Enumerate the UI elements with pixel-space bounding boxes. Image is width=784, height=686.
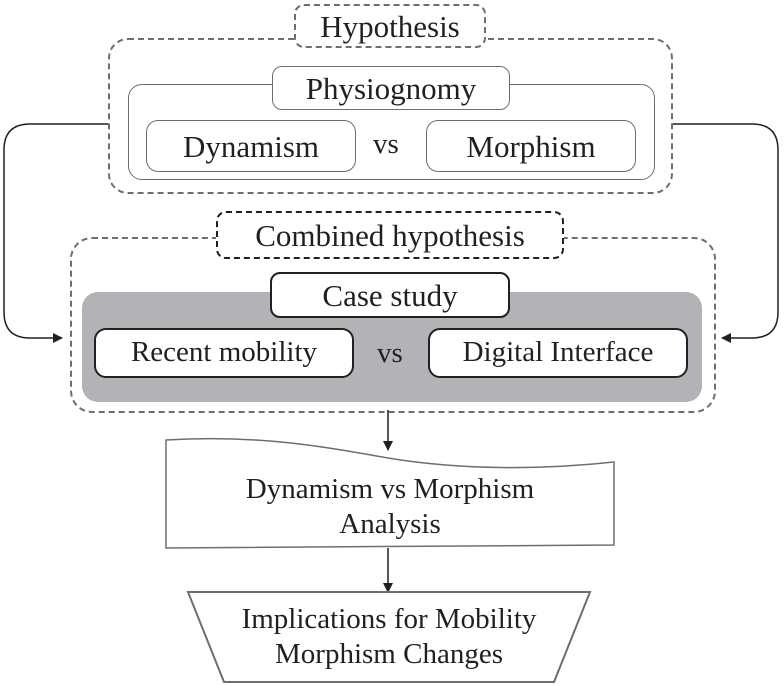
morphism-box: Morphism [426, 120, 636, 172]
case-study-label: Case study [322, 277, 458, 313]
case-study-box: Case study [270, 272, 510, 318]
hypothesis-title: Hypothesis [320, 8, 460, 44]
hypothesis-title-box: Hypothesis [294, 4, 486, 48]
dynamism-label: Dynamism [182, 128, 320, 164]
digital-interface-box: Digital Interface [428, 328, 688, 378]
combined-vs: vs [377, 337, 403, 369]
physiognomy-box: Physiognomy [272, 66, 510, 110]
implications-text: Implications for Mobility Morphism Chang… [188, 602, 590, 672]
right-loop-arrow [672, 123, 779, 343]
analysis-shape [165, 437, 615, 549]
analysis-line-2: Analysis [339, 507, 441, 540]
morphism-label: Morphism [466, 128, 596, 164]
recent-mobility-label: Recent mobility [130, 336, 318, 369]
analysis-text: Dynamism vs Morphism Analysis [166, 472, 614, 542]
hypothesis-vs: vs [373, 128, 399, 160]
implications-line-1: Implications for Mobility [241, 603, 537, 635]
combined-title: Combined hypothesis [255, 217, 525, 253]
physiognomy-label: Physiognomy [305, 70, 477, 106]
analysis-line-1: Dynamism vs Morphism [245, 473, 535, 505]
combined-title-box: Combined hypothesis [216, 211, 564, 259]
digital-interface-label: Digital Interface [462, 336, 654, 369]
recent-mobility-box: Recent mobility [94, 328, 354, 378]
dynamism-box: Dynamism [146, 120, 356, 172]
implications-line-2: Morphism Changes [275, 637, 503, 670]
implications-shape [186, 591, 592, 683]
left-loop-arrow [3, 123, 108, 343]
